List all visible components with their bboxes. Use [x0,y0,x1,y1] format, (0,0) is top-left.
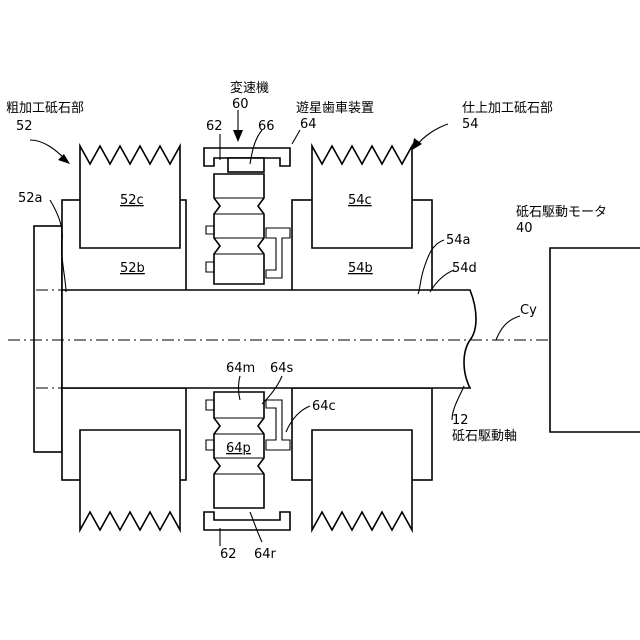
label-54a: 54a [446,233,471,248]
label-64-top: 64 [300,117,317,132]
arrowhead-60 [233,130,243,142]
label-60: 60 [232,97,249,112]
label-64s: 64s [270,361,294,376]
label-64r: 64r [254,547,277,562]
label-rough-wheel: 粗加工砥石部 [6,101,84,116]
label-52: 52 [16,119,33,134]
planet-stack-top [214,174,264,284]
label-planetary: 遊星歯車装置 [296,101,374,116]
label-54d: 54d [452,261,477,276]
arrow-54 [416,124,448,146]
label-54b: 54b [348,261,373,276]
label-motor: 砥石駆動モータ [516,205,607,220]
label-finish-wheel: 仕上加工砥石部 [462,101,553,116]
arrowhead-52 [58,154,70,164]
arrow-52 [30,140,66,160]
drive-shaft [62,290,476,388]
label-40: 40 [516,221,533,236]
label-52b: 52b [120,261,145,276]
label-shaft: 砥石駆動軸 [452,429,517,444]
label-64m: 64m [226,361,255,376]
label-62-bottom: 62 [220,547,237,562]
leader-54d [430,270,454,292]
rough-wheel-bottom [80,430,180,530]
label-52a: 52a [18,191,43,206]
carrier-tabs-bottom [206,400,214,450]
finish-wheel-bottom [312,430,412,530]
label-54: 54 [462,117,479,132]
gear-66 [228,158,264,172]
carrier-arm-bottom [266,400,290,450]
arrowhead-54 [412,138,422,150]
label-transmission: 変速機 [230,80,269,96]
label-cy: Cy [520,303,537,318]
leader-64-top [292,130,300,144]
leader-cy [496,316,520,340]
label-12: 12 [452,413,469,428]
label-66: 66 [258,119,275,134]
label-62-top: 62 [206,119,223,134]
left-flange [34,226,62,452]
label-64p: 64p [226,441,251,456]
label-64c: 64c [312,399,336,414]
carrier-arm-top [266,228,290,278]
carrier-tabs-top [206,226,214,272]
label-52c: 52c [120,193,144,208]
ring-62-bottom [204,512,290,530]
motor-body [550,248,640,432]
label-54c: 54c [348,193,372,208]
